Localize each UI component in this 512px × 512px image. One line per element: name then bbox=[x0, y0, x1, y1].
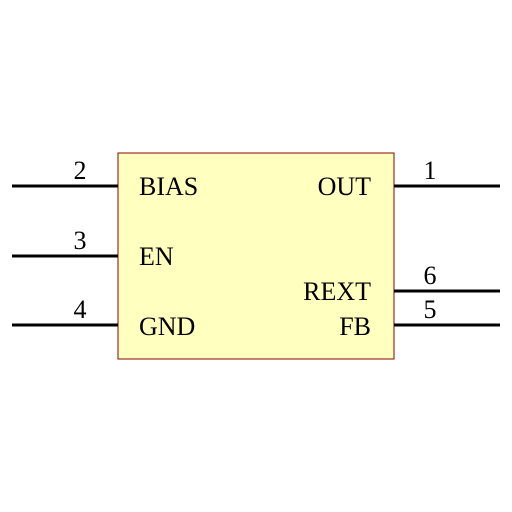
pin-label-en: EN bbox=[139, 242, 174, 271]
pin-label-out: OUT bbox=[318, 172, 372, 201]
pin-number-fb: 5 bbox=[424, 295, 437, 324]
pin-number-rext: 6 bbox=[424, 261, 437, 290]
pin-label-rext: REXT bbox=[303, 277, 371, 306]
pin-number-bias: 2 bbox=[74, 156, 87, 185]
pin-number-gnd: 4 bbox=[74, 295, 87, 324]
pin-label-bias: BIAS bbox=[139, 172, 198, 201]
pin-number-out: 1 bbox=[424, 156, 437, 185]
component-body bbox=[117, 152, 395, 360]
pin-label-gnd: GND bbox=[139, 312, 195, 341]
pin-number-en: 3 bbox=[74, 226, 87, 255]
pin-label-fb: FB bbox=[339, 312, 371, 341]
